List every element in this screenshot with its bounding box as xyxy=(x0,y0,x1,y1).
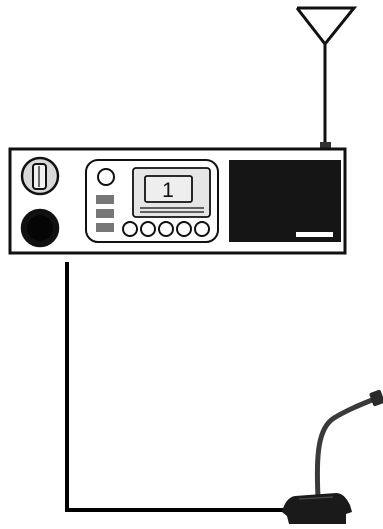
side-buttons xyxy=(96,195,114,232)
preset-button[interactable] xyxy=(177,222,191,236)
side-button[interactable] xyxy=(96,223,114,232)
radio-unit: 1 xyxy=(10,149,345,253)
power-button-icon[interactable] xyxy=(22,210,58,246)
antenna xyxy=(297,8,354,150)
mode-button-icon[interactable] xyxy=(98,169,114,185)
desk-gooseneck-microphone-icon xyxy=(282,389,383,524)
channel-display: 1 xyxy=(133,168,210,217)
volume-knob-icon[interactable] xyxy=(22,158,58,194)
preset-button[interactable] xyxy=(141,222,155,236)
microphone-cable xyxy=(67,262,288,510)
preset-button[interactable] xyxy=(159,222,173,236)
side-button[interactable] xyxy=(96,209,114,218)
preset-button[interactable] xyxy=(123,222,137,236)
preset-button[interactable] xyxy=(195,222,209,236)
preset-buttons xyxy=(123,222,209,236)
side-button[interactable] xyxy=(96,195,114,204)
speaker-grille-icon xyxy=(229,160,341,242)
antenna-head-icon xyxy=(297,8,354,44)
channel-number: 1 xyxy=(162,179,174,202)
